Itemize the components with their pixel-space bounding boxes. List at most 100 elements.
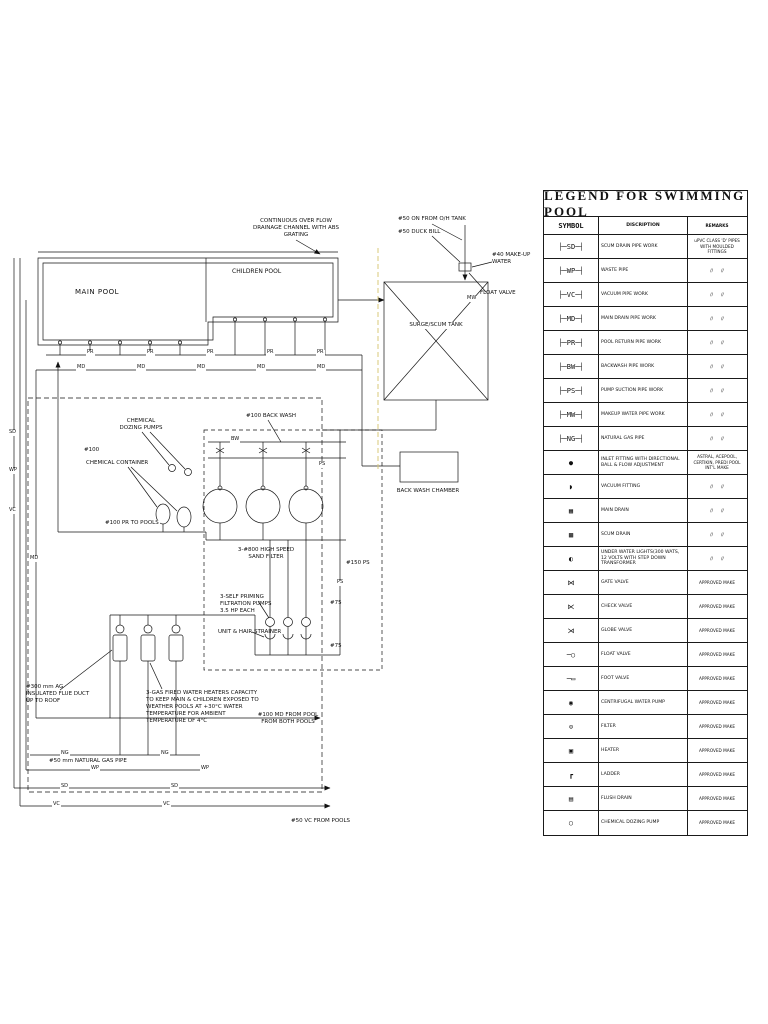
legend-row: ├─MD─┤MAIN DRAIN PIPE WORK// //	[544, 307, 747, 331]
pipe-ps-symbol: ├─PS─┤	[544, 379, 599, 402]
pipe-tag-vc: VC	[8, 507, 17, 514]
pump-symbol	[301, 617, 311, 627]
label-back-wash: #100 BACK WASH	[246, 413, 297, 419]
main-drain-icon: ▦	[544, 499, 599, 522]
pipe-tag-pr: PR	[146, 349, 155, 356]
dozing-pump-symbol	[184, 468, 192, 476]
pipe-tag-md: MD	[316, 364, 327, 371]
legend-description: GATE VALVE	[599, 571, 688, 594]
legend-remarks: APPROVED MAKE	[699, 723, 735, 729]
label-dia75: #75	[330, 643, 342, 649]
pump-symbol	[283, 617, 293, 627]
sand-filter-symbol	[202, 488, 238, 524]
valve-symbol	[215, 447, 225, 454]
label-dia75: #75	[330, 600, 342, 606]
pipe-tag-bw: BW	[230, 436, 241, 443]
filtration-skid-boundary	[203, 429, 383, 671]
pipe-mw-symbol: ├─MW─┤	[544, 403, 599, 426]
legend-description: FLOAT VALVE	[599, 643, 688, 666]
legend-description: FOOT VALVE	[599, 667, 688, 690]
legend-remarks: APPROVED MAKE	[699, 579, 735, 585]
legend-remarks: APPROVED MAKE	[699, 675, 735, 681]
label-pr-to-pools: #100 PR TO POOLS	[104, 520, 160, 527]
legend-remarks: uPVC CLASS 'D' PIPES WITH MOULDED FITTIN…	[694, 238, 740, 255]
legend-remarks: APPROVED MAKE	[699, 820, 735, 826]
legend-row: ▩SCUM DRAIN// //	[544, 523, 747, 547]
heater-symbol	[140, 634, 156, 662]
pipe-tag-md: MD	[256, 364, 267, 371]
pipe-tag-sd: SD	[60, 783, 70, 790]
legend-description: HEATER	[599, 739, 688, 762]
legend-remarks: // //	[710, 435, 724, 441]
label-flue-duct: #300 mm AG INSULATED FLUE DUCT UP TO ROO…	[26, 684, 90, 704]
label-back-wash-chamber: BACK WASH CHAMBER	[396, 488, 460, 494]
label-gas-pipe: #50 mm NATURAL GAS PIPE	[48, 758, 128, 765]
label-oh-tank: #50 ON FROM O/H TANK	[398, 216, 466, 222]
legend-remarks: APPROVED MAKE	[699, 747, 735, 753]
legend-remarks: // //	[710, 555, 724, 561]
pool-outline	[37, 257, 339, 346]
legend-row: ├─WP─┤WASTE PIPE// //	[544, 259, 747, 283]
heater-symbol	[168, 634, 184, 662]
legend-description: POOL RETURN PIPE WORK	[599, 331, 688, 354]
pipe-tag-ng: NG	[60, 750, 70, 757]
legend-description: LADDER	[599, 763, 688, 786]
pipe-tag-vc: VC	[52, 801, 61, 808]
pipe-tag-pr: PR	[266, 349, 275, 356]
sand-filter-symbol	[245, 488, 281, 524]
centrifugal-pump-icon: ◉	[544, 691, 599, 714]
label-main-pool: MAIN POOL	[75, 288, 119, 296]
legend-description: CENTRIFUGAL WATER PUMP	[599, 691, 688, 714]
label-overflow-channel: CONTINUOUS OVER FLOW DRAINAGE CHANNEL WI…	[253, 218, 339, 238]
float-valve-box	[458, 262, 472, 272]
pipe-tag-pr: PR	[206, 349, 215, 356]
heater-icon: ▣	[544, 739, 599, 762]
inlet-fitting-icon: ●	[544, 451, 599, 474]
legend-remarks: // //	[710, 363, 724, 369]
pipe-tag-md: MD	[29, 555, 40, 562]
pipe-sd-symbol: ├─SD─┤	[544, 235, 599, 258]
legend-row: ├─NG─┤NATURAL GAS PIPE// //	[544, 427, 747, 451]
underwater-light-icon: ◐	[544, 547, 599, 570]
legend-row: ├─VC─┤VACUUM PIPE WORK// //	[544, 283, 747, 307]
legend-row: ▦MAIN DRAIN// //	[544, 499, 747, 523]
legend-row: ▣HEATER APPROVED MAKE	[544, 739, 747, 763]
legend-description: CHECK VALVE	[599, 595, 688, 618]
back-wash-chamber-outline	[399, 451, 459, 483]
globe-valve-icon: ⋊	[544, 619, 599, 642]
label-ps150: #150 PS	[346, 560, 370, 566]
check-valve-icon: ⋉	[544, 595, 599, 618]
pipe-tag-sd: SD	[8, 429, 18, 436]
pipe-tag-mw: MW	[466, 295, 478, 302]
valve-symbol	[301, 447, 311, 454]
legend-description: CHEMICAL DOZING PUMP	[599, 811, 688, 835]
legend-description: BACKWASH PIPE WORK	[599, 355, 688, 378]
label-dia100: #100	[84, 447, 100, 453]
legend-row: ├─BW─┤BACKWASH PIPE WORK// //	[544, 355, 747, 379]
filter-icon: ⊙	[544, 715, 599, 738]
legend-header-symbol: SYMBOL	[544, 217, 599, 234]
chemical-dozing-pump-icon: ○	[544, 811, 599, 835]
label-float-valve: FLOAT VALVE	[480, 290, 516, 296]
label-filtration-pumps: 3-SELF PRIMING FILTRATION PUMPS 3.5 HP E…	[220, 594, 272, 614]
legend-description: VACUUM FITTING	[599, 475, 688, 498]
legend-description: SCUM DRAIN	[599, 523, 688, 546]
legend-remarks: // //	[710, 507, 724, 513]
legend-remarks: APPROVED MAKE	[699, 699, 735, 705]
legend-row: ◐UNDER WATER LIGHTS(300 WATS, 12 VOLTS W…	[544, 547, 747, 571]
legend-row: ○CHEMICAL DOZING PUMP APPROVED MAKE	[544, 811, 747, 835]
legend-remarks: // //	[710, 339, 724, 345]
legend-row: ●INLET FITTING WITH DIRECTIONAL BALL & F…	[544, 451, 747, 475]
legend-remarks: ASTRAL, ACEPOOL, CERTIKIN, PREDI POOL IN…	[693, 454, 741, 471]
pipe-tag-md: MD	[196, 364, 207, 371]
legend-description: UNDER WATER LIGHTS(300 WATS, 12 VOLTS WI…	[599, 547, 688, 570]
chemical-container-symbol	[176, 506, 192, 528]
label-sand-filter: 3-#800 HIGH SPEED SAND FILTER	[237, 547, 295, 560]
